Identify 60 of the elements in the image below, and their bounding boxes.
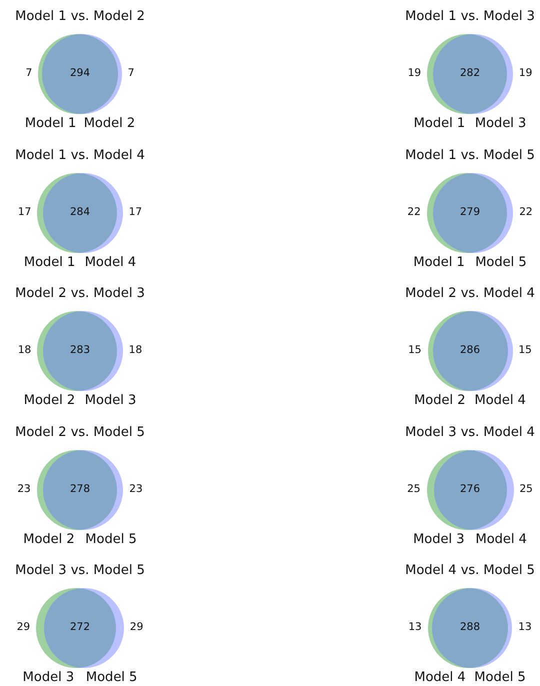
count-label: 17 bbox=[18, 206, 32, 218]
count-label: 19 bbox=[408, 67, 422, 79]
count-label: 19 bbox=[518, 67, 532, 79]
set-label: Model 1 bbox=[24, 116, 76, 131]
set-label: Model 1 bbox=[413, 254, 465, 270]
set-label: Model 2 bbox=[414, 393, 466, 408]
set-label: Model 5 bbox=[475, 254, 527, 270]
count-label: 18 bbox=[128, 344, 142, 356]
count-label: 288 bbox=[460, 621, 480, 633]
count-label: 294 bbox=[70, 67, 90, 79]
set-label: Model 5 bbox=[85, 532, 137, 546]
count-label: 17 bbox=[128, 206, 142, 218]
count-label: 23 bbox=[129, 482, 143, 494]
set-label: Model 2 bbox=[23, 532, 75, 546]
set-label: Model 3 bbox=[84, 393, 136, 408]
chart-title: Model 2 vs. Model 4 bbox=[404, 286, 536, 301]
set-label: Model 4 bbox=[84, 254, 136, 270]
chart-title: Model 1 vs. Model 2 bbox=[14, 9, 146, 24]
count-label: 7 bbox=[26, 67, 32, 79]
count-label: 25 bbox=[407, 482, 420, 494]
count-label: 284 bbox=[70, 206, 90, 218]
set-label: Model 2 bbox=[84, 116, 136, 131]
count-label: 283 bbox=[70, 344, 90, 356]
count-label: 18 bbox=[18, 344, 32, 356]
count-label: 286 bbox=[460, 344, 480, 356]
count-label: 278 bbox=[70, 482, 90, 494]
chart-title: Model 2 vs. Model 3 bbox=[14, 286, 146, 301]
count-label: 272 bbox=[70, 621, 90, 633]
chart-title: Model 4 vs. Model 5 bbox=[404, 563, 536, 578]
count-label: 7 bbox=[128, 67, 134, 79]
chart-title: Model 1 vs. Model 3 bbox=[404, 9, 536, 24]
set-label: Model 1 bbox=[414, 116, 466, 131]
chart-title: Model 1 vs. Model 4 bbox=[14, 148, 146, 162]
set-label: Model 5 bbox=[474, 670, 526, 685]
chart-title: Model 2 vs. Model 5 bbox=[14, 424, 146, 440]
set-label: Model 4 bbox=[476, 532, 527, 546]
set-label: Model 3 bbox=[474, 116, 526, 131]
count-label: 22 bbox=[519, 206, 533, 218]
chart-title: Model 3 vs. Model 5 bbox=[14, 563, 146, 578]
count-label: 29 bbox=[16, 621, 30, 633]
count-label: 15 bbox=[518, 344, 532, 356]
set-label: Model 5 bbox=[86, 670, 138, 685]
set-label: Model 1 bbox=[24, 254, 76, 270]
set-label: Model 2 bbox=[24, 393, 76, 408]
chart-title: Model 1 vs. Model 5 bbox=[404, 148, 536, 162]
count-label: 279 bbox=[460, 206, 480, 218]
count-label: 25 bbox=[520, 482, 533, 494]
count-label: 282 bbox=[460, 67, 480, 79]
count-label: 29 bbox=[130, 621, 144, 633]
set-label: Model 3 bbox=[413, 532, 464, 546]
count-label: 15 bbox=[408, 344, 422, 356]
set-label: Model 3 bbox=[22, 670, 74, 685]
set-label: Model 4 bbox=[414, 670, 466, 685]
count-label: 23 bbox=[17, 482, 31, 494]
count-label: 13 bbox=[408, 621, 422, 633]
count-label: 276 bbox=[460, 482, 480, 494]
chart-title: Model 3 vs. Model 4 bbox=[404, 424, 536, 440]
count-label: 13 bbox=[518, 621, 532, 633]
set-label: Model 4 bbox=[474, 393, 526, 408]
count-label: 22 bbox=[407, 206, 421, 218]
